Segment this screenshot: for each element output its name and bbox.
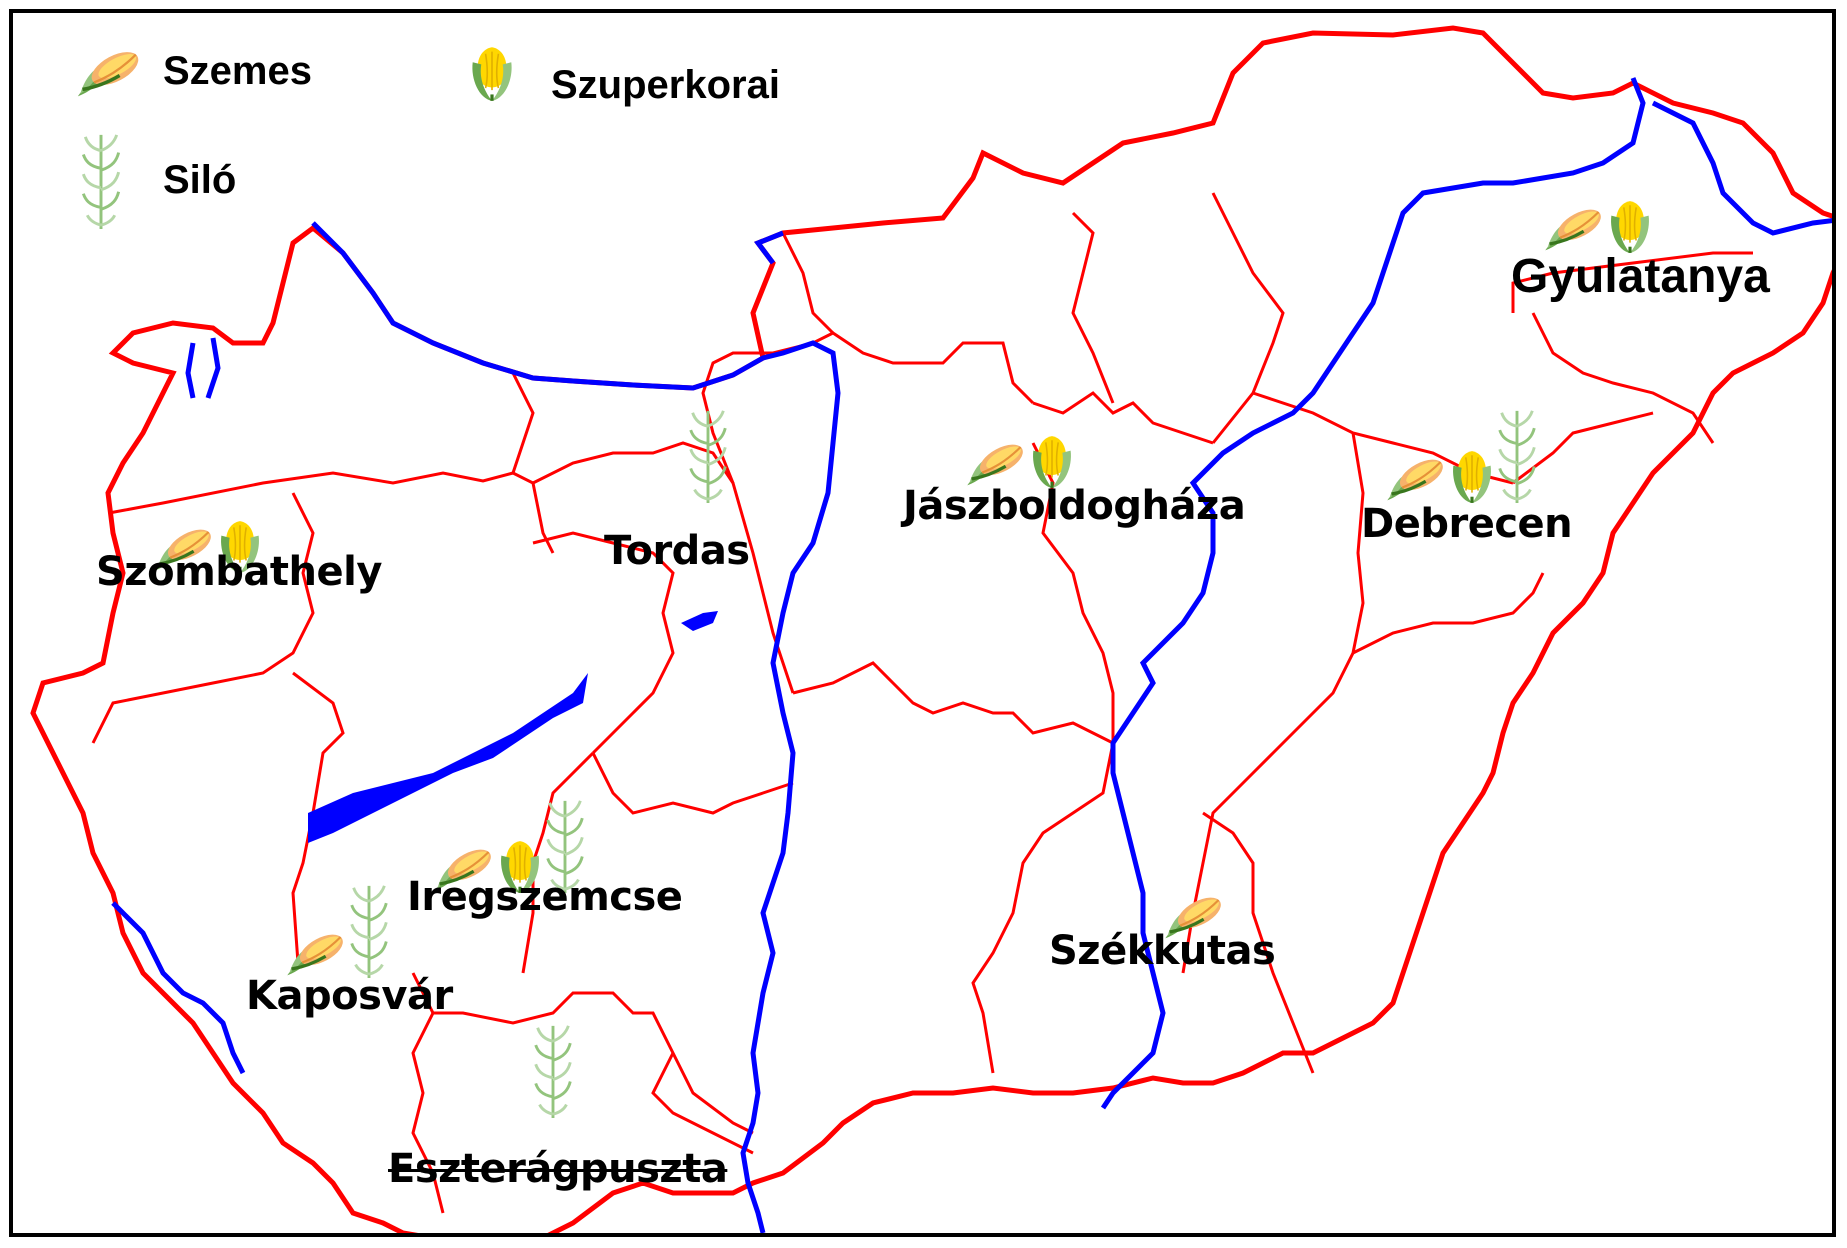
location-label-gyulatanya: Gyulatanya xyxy=(1511,250,1770,303)
corn-cob-icon xyxy=(1385,451,1447,503)
lake-balaton xyxy=(308,673,588,843)
sweet-corn-icon xyxy=(468,43,516,103)
location-label-eszteragpuszta: Eszterágpuszta xyxy=(388,1146,728,1192)
map-frame: Szemes Siló Szuperkorai Gyulatanya Jászb… xyxy=(9,9,1836,1237)
rivers xyxy=(111,77,1832,1233)
country-border xyxy=(30,25,1832,1233)
corn-cob-icon xyxy=(1543,201,1605,253)
silage-plant-icon xyxy=(689,409,727,503)
corn-cob-icon xyxy=(73,43,143,101)
location-label-kaposvar: Kaposvár xyxy=(246,973,453,1019)
legend-label-szemes: Szemes xyxy=(163,49,312,93)
sweet-corn-icon xyxy=(1451,449,1493,505)
location-label-debrecen: Debrecen xyxy=(1361,501,1573,547)
location-label-szombathely: Szombathely xyxy=(96,549,382,595)
sweet-corn-icon xyxy=(1609,199,1651,255)
silage-plant-icon xyxy=(81,131,121,229)
silage-plant-icon xyxy=(1498,409,1536,503)
corn-cob-icon xyxy=(965,436,1027,488)
hungary-map xyxy=(30,25,1832,1233)
legend-label-szuperkorai: Szuperkorai xyxy=(551,63,780,107)
silage-plant-icon xyxy=(350,884,388,978)
location-label-tordas: Tordas xyxy=(604,528,750,574)
silage-plant-icon xyxy=(534,1024,572,1118)
location-label-jaszboldoghaza: Jászboldogháza xyxy=(903,483,1246,529)
legend-label-silo: Siló xyxy=(163,158,237,202)
lake-velence xyxy=(681,611,718,631)
location-label-szekkutas: Székkutas xyxy=(1049,928,1276,974)
location-label-iregszemcse: Iregszemcse xyxy=(407,874,683,920)
county-borders xyxy=(91,192,1753,1214)
